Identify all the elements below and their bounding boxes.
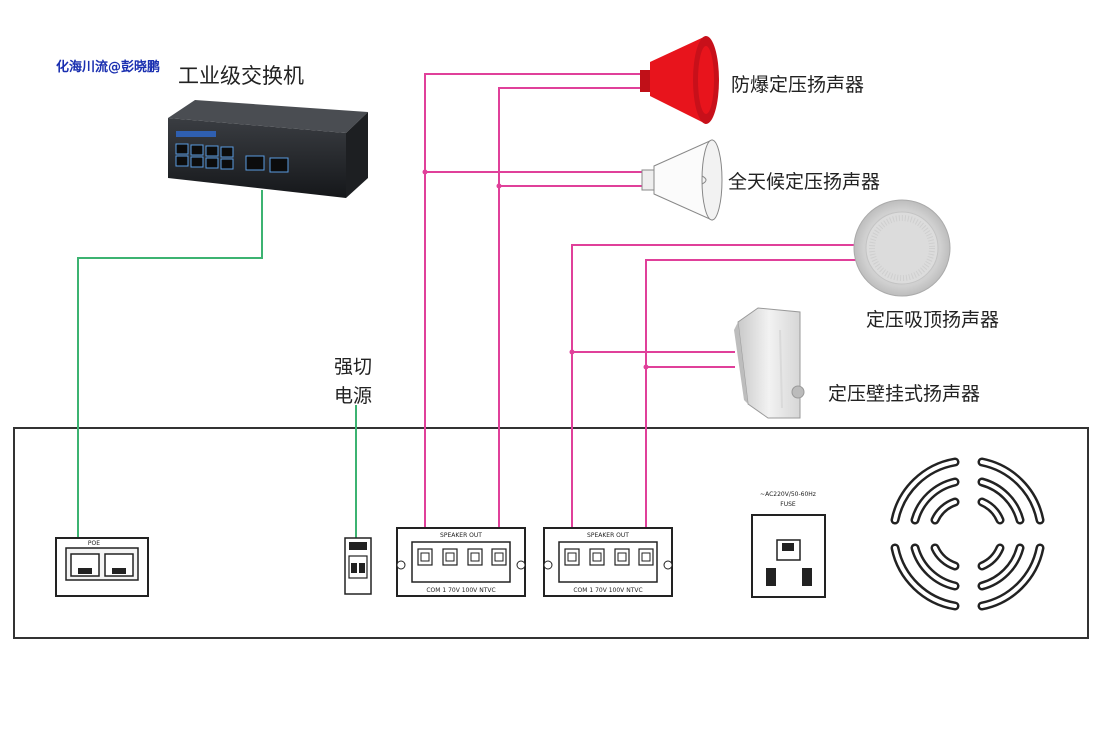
ceiling-speaker <box>853 199 951 297</box>
speaker-out-label-1: SPEAKER OUT <box>440 532 482 539</box>
explosion-speaker-label: 防爆定压扬声器 <box>731 74 865 96</box>
poe-port-block <box>55 537 149 597</box>
power-label-line2: 电源 <box>334 385 373 407</box>
watermark: 化海川流@彭晓鹏 <box>56 60 161 75</box>
power-terminal <box>344 537 372 595</box>
wall-speaker-label: 定压壁挂式扬声器 <box>828 383 981 405</box>
wall-mount-speaker <box>734 307 805 419</box>
terminal-labels-2: COM 1 70V 100V NTVC <box>573 587 642 594</box>
terminal-labels-1: COM 1 70V 100V NTVC <box>426 587 495 594</box>
weatherproof-horn-speaker <box>641 139 723 221</box>
poe-label: POE <box>88 540 100 547</box>
power-label-line1: 强切 <box>334 356 373 378</box>
weather-speaker-label: 全天候定压扬声器 <box>728 171 881 193</box>
speaker-wires <box>424 73 860 556</box>
ac-rating-label: ~AC220V/50-60Hz <box>760 491 816 498</box>
ceiling-speaker-label: 定压吸顶扬声器 <box>866 309 1000 331</box>
switch-label: 工业级交换机 <box>178 64 304 88</box>
ac-power-socket <box>751 514 826 598</box>
speaker-out-label-2: SPEAKER OUT <box>587 532 629 539</box>
speaker-out-terminal-2 <box>543 527 673 597</box>
explosion-proof-horn-speaker <box>640 36 719 124</box>
wire-junctions <box>422 169 649 370</box>
industrial-switch <box>168 100 368 198</box>
fuse-label: FUSE <box>780 501 796 508</box>
speaker-out-terminal-1 <box>396 527 526 597</box>
network-cable <box>77 190 263 548</box>
